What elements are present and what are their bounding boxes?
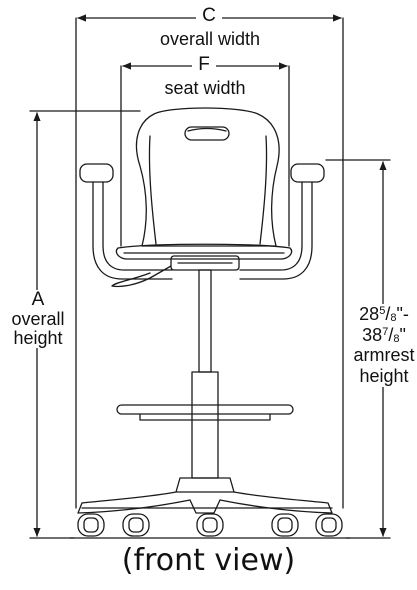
gas-cylinder (198, 269, 212, 373)
backrest-handle-icon (184, 126, 230, 141)
overall-width-label: overall width (159, 29, 261, 49)
left-armrest-pad (79, 163, 114, 183)
overall-height-line1: overall (11, 308, 65, 329)
armrest-height-label: 285/8"- 387/8" armrest height (352, 304, 416, 387)
height-lever (111, 265, 172, 288)
armrest-height-max: 387/8" (362, 324, 406, 345)
armrest-height-line2: height (359, 366, 409, 387)
chair-base (77, 477, 333, 514)
right-armrest-pad (290, 163, 325, 183)
overall-height-label: A overall height (4, 290, 72, 348)
backrest-shell (135, 107, 280, 247)
armrest-height-line1: armrest (353, 345, 415, 366)
seat-pan (115, 243, 293, 260)
cylinder-sleeve (191, 371, 219, 479)
seat-width-letter: F (192, 55, 216, 75)
left-arm-tube (92, 181, 173, 280)
seat-width-label: seat width (164, 78, 246, 98)
overall-width-letter: C (196, 6, 222, 26)
armrest-height-min: 285/8"- (359, 304, 409, 324)
overall-height-line2: height (13, 327, 63, 348)
caster-wheels (77, 513, 343, 537)
right-arm-tube (239, 181, 313, 280)
view-caption: (front view) (121, 543, 296, 578)
overall-height-letter: A (31, 289, 45, 310)
foot-ring (116, 404, 294, 421)
